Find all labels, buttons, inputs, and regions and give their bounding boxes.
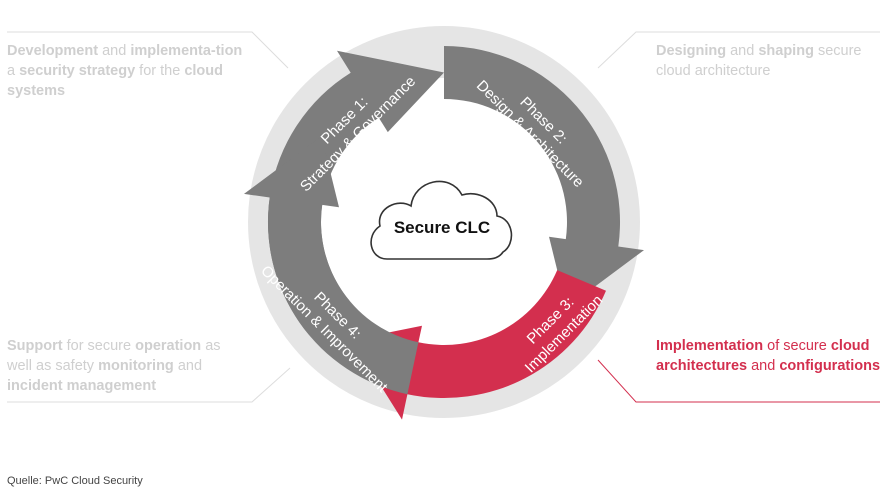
description-text: operation <box>135 338 202 354</box>
description-text: for secure <box>62 338 136 354</box>
phase-4-arrow <box>244 136 419 395</box>
description-text: secure cloud architecture <box>656 43 862 79</box>
cloud-icon <box>370 180 513 260</box>
phase-3-description: Implementation of secure cloud architect… <box>656 336 881 376</box>
phase-3-arrow <box>352 270 606 420</box>
connector-line-phase3 <box>597 359 880 403</box>
description-text: and <box>173 358 203 374</box>
description-text: cloud systems <box>7 63 223 99</box>
description-text: Designing <box>656 43 727 59</box>
description-text: and <box>98 43 131 59</box>
description-text: implementa-tion <box>130 43 243 59</box>
description-text: monitoring <box>98 358 174 374</box>
description-text: Development <box>7 43 99 59</box>
description-text: for the <box>135 63 185 79</box>
description-text: shaping <box>758 43 814 59</box>
description-text: and <box>747 358 780 374</box>
connector-line-phase4 <box>7 367 291 403</box>
description-text: incident management <box>7 378 157 394</box>
description-text: Implementation <box>656 338 764 354</box>
description-text: as well as safety <box>7 338 221 374</box>
connector-line-phase1 <box>7 31 289 69</box>
phase-2-description: Designing and shaping secure cloud archi… <box>656 41 871 81</box>
description-text: security strategy <box>19 63 136 79</box>
source-note: Quelle: PwC Cloud Security <box>7 475 143 487</box>
phase-2-arrow <box>444 46 644 308</box>
center-label: Secure CLC <box>394 218 490 237</box>
phase-1-description: Development and implementa-tion a securi… <box>7 41 247 101</box>
description-text: of secure <box>763 338 831 354</box>
phase-4-description: Support for secure operation as well as … <box>7 336 247 396</box>
description-text: a <box>7 63 20 79</box>
description-text: Support <box>7 338 63 354</box>
description-text: and <box>726 43 759 59</box>
description-text: configurations <box>779 358 881 374</box>
connector-line-phase2 <box>597 31 880 69</box>
description-text: cloud architectures <box>656 338 870 374</box>
